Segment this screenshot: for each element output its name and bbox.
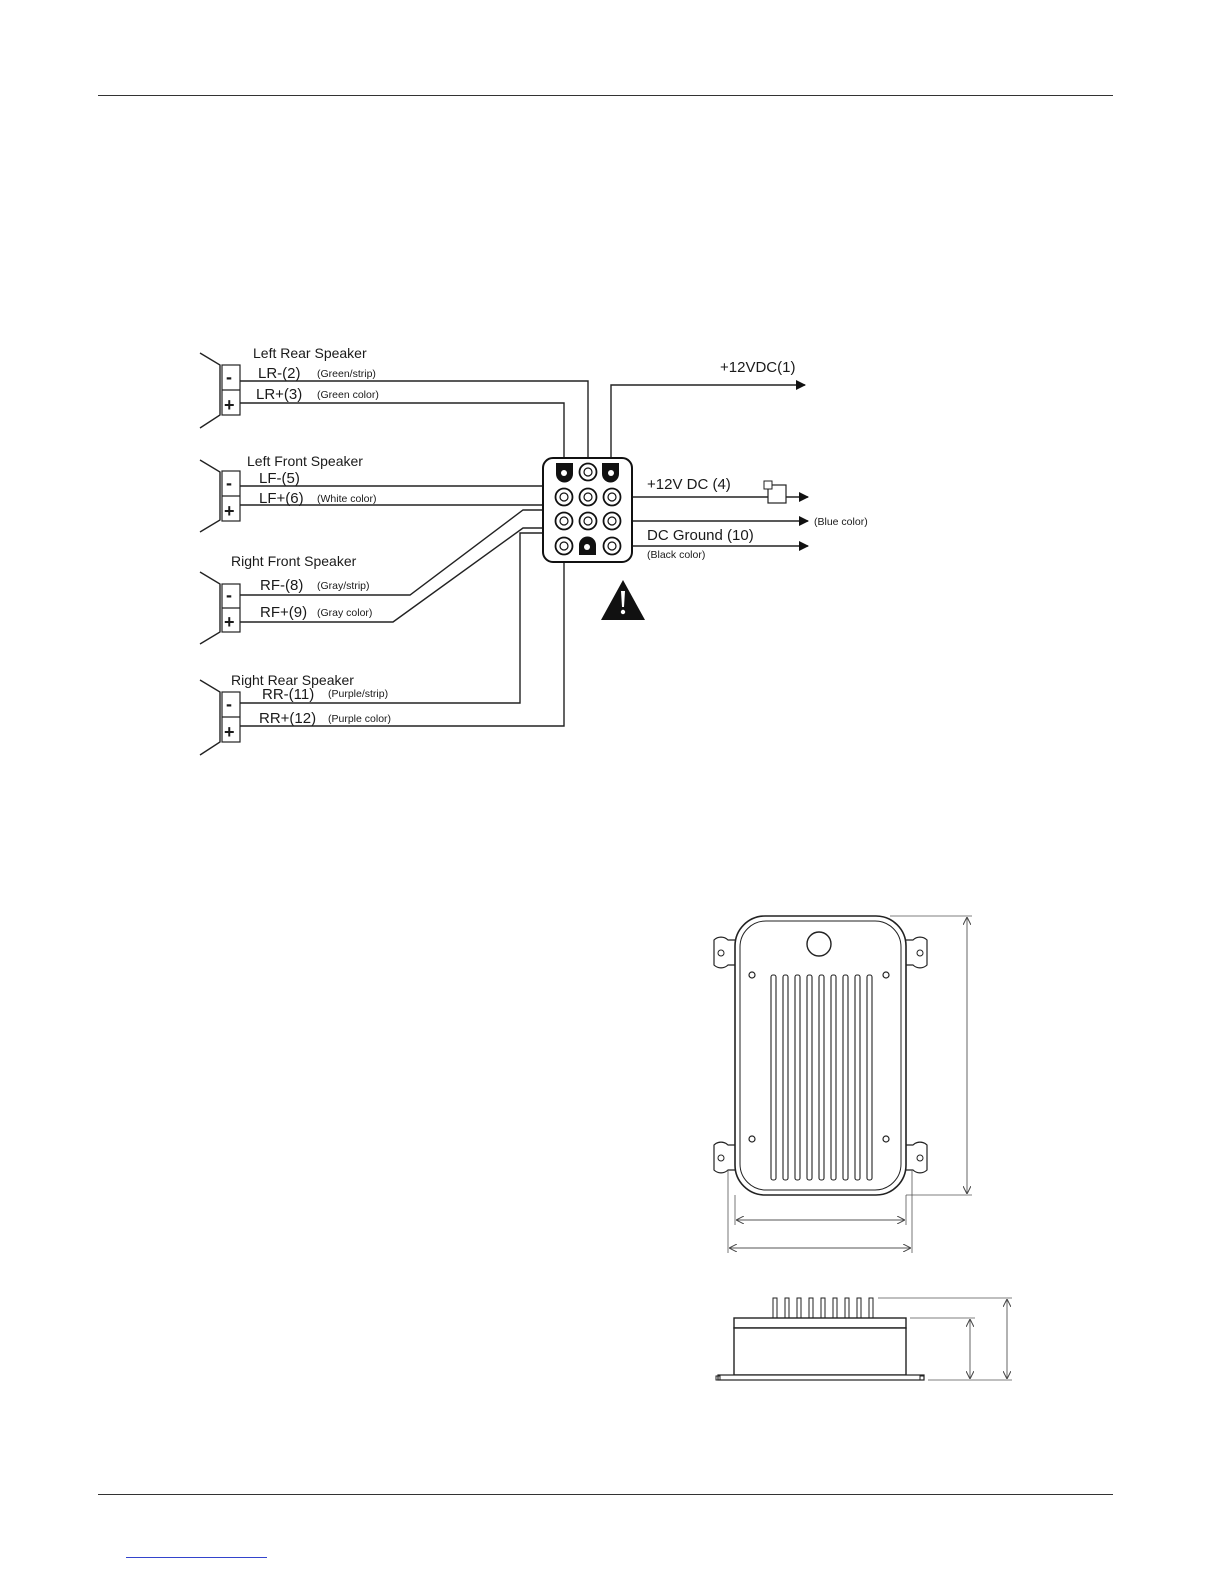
amplifier-side-view — [715, 1297, 1012, 1381]
wire-color-label: (Purple/strip) — [328, 688, 388, 700]
pin-label: RR-(11) — [262, 686, 314, 703]
plus-sign: + — [224, 395, 235, 415]
pin-label: RF-(8) — [260, 577, 303, 594]
pin-label: LR+(3) — [256, 386, 302, 403]
pin-label: LF-(5) — [259, 470, 300, 487]
wire-color-label: (Gray/strip) — [317, 580, 370, 592]
wire-color-label: (Green color) — [317, 389, 379, 401]
minus-sign: - — [226, 473, 232, 493]
footer-link[interactable] — [126, 1557, 267, 1558]
amplifier-top-view — [713, 915, 972, 1253]
pin-label: RF+(9) — [260, 604, 307, 621]
fuse-icon — [763, 480, 787, 504]
pin-label: LF+(6) — [259, 490, 304, 507]
speaker-title: Left Rear Speaker — [253, 345, 367, 361]
wire-color-label: (White color) — [317, 493, 377, 505]
speaker-right-rear-icon — [199, 679, 221, 756]
speaker-left-rear: - + Left Rear Speaker LR-(2) (Green/stri… — [199, 345, 379, 429]
speaker-title: Right Rear Speaker — [231, 672, 354, 688]
label-dc-ground: DC Ground (10) — [647, 527, 754, 544]
minus-sign: - — [226, 694, 232, 714]
label-12v-acc: +12V DC (4) — [647, 476, 731, 493]
minus-sign: - — [226, 585, 232, 605]
label-12vdc-main: +12VDC(1) — [720, 359, 795, 376]
wire-color-label: (Green/strip) — [317, 368, 376, 380]
speaker-right-rear: - + Right Rear Speaker RR-(11) (Purple/s… — [199, 672, 391, 756]
pin-label: LR-(2) — [258, 365, 301, 382]
wire-color-label: (Purple color) — [328, 713, 391, 725]
wire-color-label: (Gray color) — [317, 607, 372, 619]
speaker-title: Left Front Speaker — [247, 453, 363, 469]
minus-sign: - — [226, 367, 232, 387]
plus-sign: + — [224, 501, 235, 521]
label-black-color: (Black color) — [647, 549, 705, 561]
speaker-left-front: - + Left Front Speaker LF-(5) LF+(6) (Wh… — [199, 453, 377, 533]
speaker-title: Right Front Speaker — [231, 553, 357, 569]
pin-label: RR+(12) — [259, 710, 316, 727]
speaker-left-rear-icon — [199, 352, 221, 429]
warning-triangle-icon — [601, 580, 645, 620]
speaker-right-front: - + Right Front Speaker RF-(8) (Gray/str… — [199, 553, 372, 645]
header-rule — [98, 95, 1113, 96]
speaker-left-front-icon — [199, 459, 221, 533]
footer-rule — [98, 1494, 1113, 1495]
wiring-harness-connector — [542, 457, 633, 563]
plus-sign: + — [224, 722, 235, 742]
label-blue-color: (Blue color) — [814, 516, 868, 528]
wire-12vdc-main — [610, 380, 806, 466]
plus-sign: + — [224, 612, 235, 632]
speaker-right-front-icon — [199, 571, 221, 645]
